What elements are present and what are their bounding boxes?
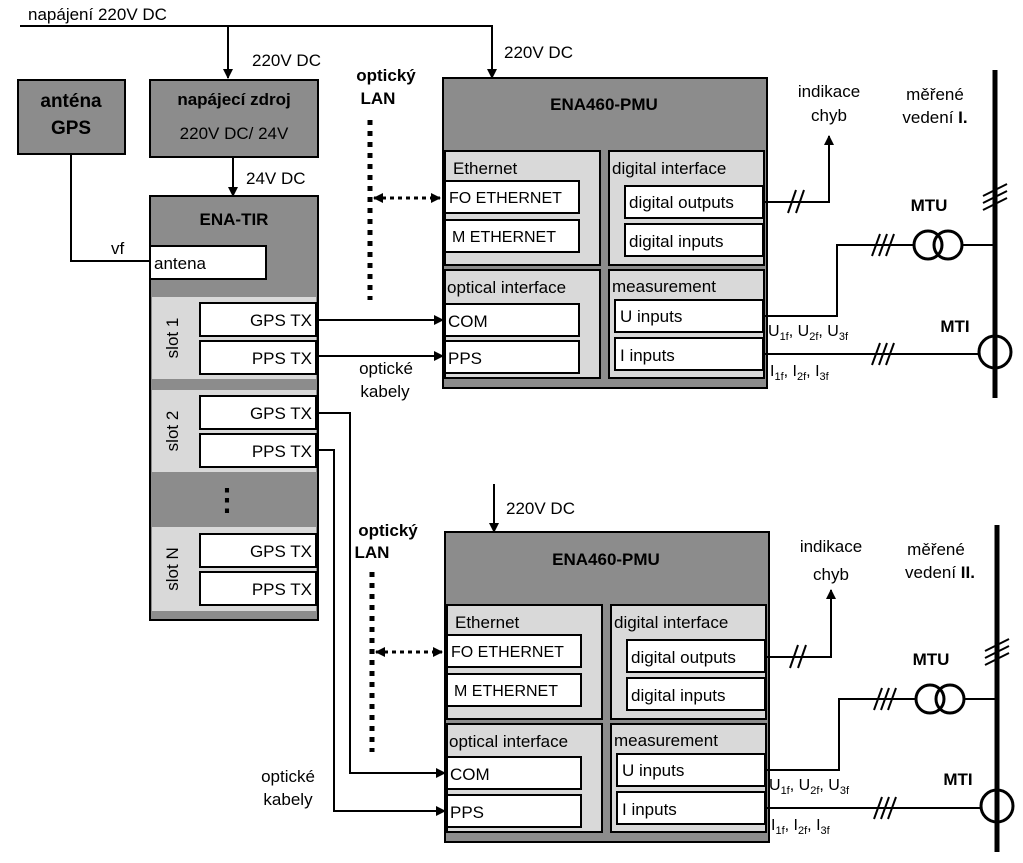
measured-line-2-line1: měřené: [907, 540, 965, 559]
pmu-2: ENA460-PMU Ethernet FO ETHERNET M ETHERN…: [444, 531, 770, 843]
measured-line-1-line2: vedení I.: [902, 108, 967, 127]
pmu-2-digital-outputs: digital outputs: [631, 648, 736, 667]
pmu-2-com: COM: [450, 765, 490, 784]
pmu-1-fo-ethernet: FO ETHERNET: [449, 190, 562, 207]
power-supply-box: napájecí zdroj 220V DC/ 24V: [149, 79, 319, 158]
slot-2-pps-tx: PPS TX: [252, 442, 312, 461]
mtu-2-label: MTU: [913, 650, 950, 669]
supply-main-label: napájení 220V DC: [28, 5, 167, 24]
error-indication-2-line2: chyb: [813, 565, 849, 584]
error-indication-1-line1: indikace: [798, 82, 860, 101]
ena-tir-box: ENA-TIR antena slot 1 GPS TX PPS TX slot…: [149, 195, 319, 621]
mti-2-transformer-icon: [979, 788, 1015, 824]
voltages-1: U1f, U2f, U3f: [768, 323, 849, 343]
optical-cables-1-line1: optické: [359, 359, 413, 378]
pmu-1-m-ethernet: M ETHERNET: [452, 229, 556, 246]
optical-cable-links: [316, 315, 446, 816]
optical-cables-2-line2: kabely: [263, 790, 313, 809]
supply-24-label: 24V DC: [246, 169, 306, 188]
pmu-2-i-inputs: I inputs: [622, 800, 677, 819]
pmu-2-fo-ethernet: FO ETHERNET: [451, 644, 564, 661]
vf-label: vf: [111, 239, 125, 258]
supply-lines: napájení 220V DC 220V DC 220V DC 24V DC …: [20, 5, 575, 533]
measured-line-1-line1: měřené: [906, 85, 964, 104]
pmu-1-com: COM: [448, 312, 488, 331]
supply-220-label-a: 220V DC: [252, 51, 321, 70]
mti-1-label: MTI: [940, 317, 969, 336]
optical-cables-1-line2: kabely: [360, 382, 410, 401]
antenna-cable: [70, 154, 150, 262]
pmu-1-ethernet: Ethernet: [453, 159, 518, 178]
pmu-1-i-inputs: I inputs: [620, 346, 675, 365]
slots-ellipsis: ⋮: [212, 484, 242, 517]
slot-n-label: slot N: [163, 547, 182, 590]
currents-2: I1f, I2f, I3f: [771, 817, 831, 837]
error-indication-1-line2: chyb: [811, 106, 847, 125]
optical-cables-2-line1: optické: [261, 767, 315, 786]
pmu-2-u-inputs: U inputs: [622, 761, 684, 780]
pmu-1-measurement: measurement: [612, 277, 716, 296]
slot-n-gps-tx: GPS TX: [250, 542, 312, 561]
pmu-1: ENA460-PMU Ethernet FO ETHERNET M ETHERN…: [442, 77, 768, 389]
error-indication-2-line1: indikace: [800, 537, 862, 556]
pmu-2-title: ENA460-PMU: [552, 550, 660, 569]
currents-1: I1f, I2f, I3f: [770, 363, 830, 383]
pmu-1-title: ENA460-PMU: [550, 95, 658, 114]
pmu-1-u-inputs: U inputs: [620, 307, 682, 326]
slot-1-label: slot 1: [163, 318, 182, 359]
mtu-1-transformer-icon: [912, 229, 964, 261]
gps-antenna-line1: anténa: [40, 91, 102, 112]
optical-lan-2-line2: LAN: [355, 543, 390, 562]
mtu-1-label: MTU: [911, 196, 948, 215]
pmu-1-pps: PPS: [448, 349, 482, 368]
ena-tir-title: ENA-TIR: [200, 210, 269, 229]
optical-lan-1-line2: LAN: [361, 89, 396, 108]
pmu-2-digital-interface: digital interface: [614, 613, 728, 632]
optical-lan-1-line1: optický: [356, 66, 416, 85]
power-supply-title: napájecí zdroj: [177, 90, 290, 109]
pmu-2-digital-inputs: digital inputs: [631, 686, 726, 705]
gps-antenna-box: anténa GPS: [17, 79, 126, 155]
supply-220-label-b: 220V DC: [504, 43, 573, 62]
pmu-1-digital-outputs: digital outputs: [629, 193, 734, 212]
slot-1-gps-tx: GPS TX: [250, 311, 312, 330]
voltages-2: U1f, U2f, U3f: [769, 777, 850, 797]
pmu-2-ethernet: Ethernet: [455, 613, 520, 632]
ena-tir-antenna-label: antena: [154, 254, 207, 273]
slot-1-pps-tx: PPS TX: [252, 349, 312, 368]
pmu-1-digital-interface: digital interface: [612, 159, 726, 178]
mti-2-label: MTI: [943, 770, 972, 789]
measured-line-2-line2: vedení II.: [905, 563, 975, 582]
mti-1-transformer-icon: [977, 334, 1013, 370]
pmu-2-pps: PPS: [450, 803, 484, 822]
pmu-1-optical-interface: optical interface: [447, 278, 566, 297]
slot-2-label: slot 2: [163, 411, 182, 452]
pmu-2-optical-interface: optical interface: [449, 732, 568, 751]
pmu-2-measurement: measurement: [614, 731, 718, 750]
pmu-1-digital-inputs: digital inputs: [629, 232, 724, 251]
slot-n-pps-tx: PPS TX: [252, 580, 312, 599]
supply-220-label-c: 220V DC: [506, 499, 575, 518]
pmu-2-m-ethernet: M ETHERNET: [454, 683, 558, 700]
mtu-2-transformer-icon: [914, 683, 966, 715]
slot-2-gps-tx: GPS TX: [250, 404, 312, 423]
optical-lan-2-line1: optický: [358, 521, 418, 540]
gps-antenna-line2: GPS: [51, 118, 91, 139]
power-supply-subtitle: 220V DC/ 24V: [180, 124, 289, 143]
